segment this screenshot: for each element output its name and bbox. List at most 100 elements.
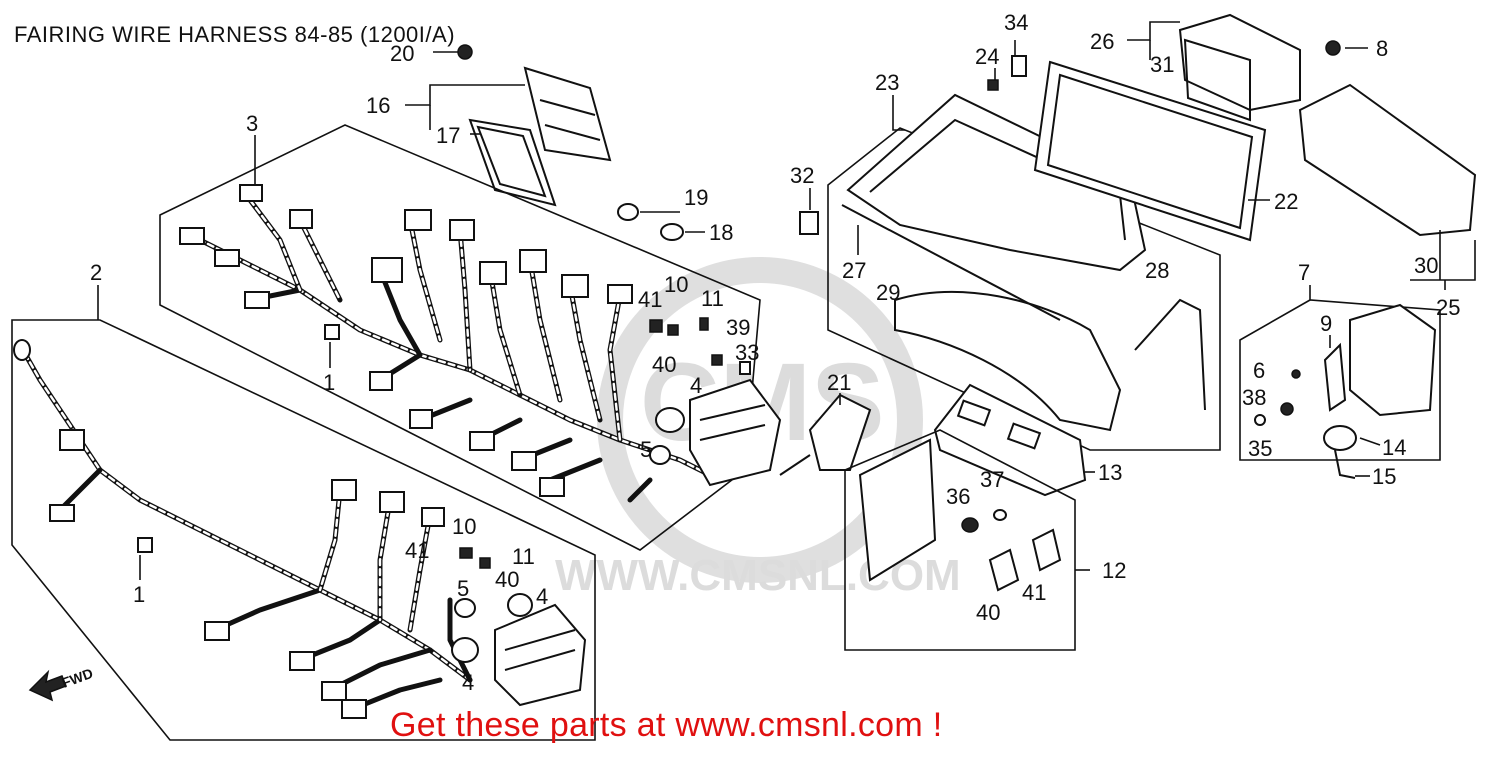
lamp-housing [1349,303,1437,417]
bulb-socket-lower [454,598,476,618]
callout-19: 19 [684,185,708,210]
connector [469,431,495,451]
callout-4: 4 [536,584,548,609]
clip [649,319,663,333]
callout-36: 36 [946,484,970,509]
socket-14 [1323,425,1357,451]
panel [858,438,937,582]
nut-20 [457,44,473,60]
callout-40: 40 [976,600,1000,625]
callout-13: 13 [1098,460,1122,485]
connector [369,371,393,391]
callout-8: 8 [1376,36,1388,61]
connector [324,324,340,340]
clip [667,324,679,336]
connector [59,429,85,451]
gasket-17-inner [476,125,547,198]
bulb-upper [655,407,685,433]
gasket-17 [468,118,557,207]
callout-7: 7 [1298,260,1310,285]
callout-17: 17 [436,123,460,148]
connector [479,261,507,285]
grommet-18 [660,223,684,241]
connector [289,209,313,229]
callout-31: 31 [1150,52,1174,77]
signal-group [1239,299,1441,479]
callout-37: 37 [980,467,1004,492]
footer-link-text[interactable]: Get these parts at www.cmsnl.com ! [390,706,943,744]
leader-lines [97,21,1476,580]
connector [421,507,445,527]
seal-27 [841,204,1061,321]
callout-32: 32 [790,163,814,188]
clip [711,354,723,366]
callout-39: 39 [726,315,750,340]
callout-26: 26 [1090,29,1114,54]
bracket-21 [808,393,872,471]
connector [607,284,633,304]
callout-40: 40 [652,352,676,377]
connector [341,699,367,719]
callout-10: 10 [452,514,476,539]
callout-41: 41 [638,287,662,312]
callout-11: 11 [701,286,724,311]
group-box-2 [11,319,596,741]
connector [449,219,475,241]
callout-30: 30 [1414,253,1438,278]
fuse-41 [1031,528,1062,572]
callout-41: 41 [405,538,429,563]
fuse-group [844,429,1076,651]
callout-16: 16 [366,93,390,118]
callout-28: 28 [1145,258,1169,283]
callout-14: 14 [1382,435,1406,460]
bracket-9 [1323,342,1347,412]
callout-5: 5 [457,576,469,601]
nut-38 [1280,402,1294,416]
clip-32 [799,211,819,235]
cover-23 [846,93,1147,272]
light-26 [1178,13,1301,112]
connector [321,681,347,701]
connector [371,257,403,283]
callout-3: 3 [246,111,258,136]
callout-25: 25 [1436,295,1460,320]
callout-41: 41 [1022,580,1046,605]
fwd-indicator: FWD [28,665,95,702]
diagram-title: FAIRING WIRE HARNESS 84-85 (1200I/A) [14,22,456,47]
washer-35 [1254,414,1266,426]
connector [519,249,547,273]
fairing-cover-group [799,13,1477,451]
callout-21: 21 [827,370,851,395]
plate-assembly [457,44,612,207]
callout-27: 27 [842,258,866,283]
wire-15 [1334,449,1356,479]
connector [137,537,153,553]
bolt-34 [1011,55,1027,77]
callout-4: 4 [690,373,702,398]
connector [204,621,230,641]
callout-9: 9 [1320,311,1332,336]
callout-29: 29 [876,280,900,305]
relay-box-lower [494,603,587,707]
callout-23: 23 [875,70,899,95]
connector [409,409,433,429]
fwd-arrow-icon [28,669,67,702]
bulb-lower-2 [451,637,479,663]
connector [179,227,205,245]
connector [331,479,357,501]
callout-12: 12 [1102,558,1126,583]
connector [539,477,565,497]
connector [214,249,240,267]
callout-40: 40 [495,567,519,592]
grommet-19 [617,203,639,221]
callout-5: 5 [640,437,652,462]
frame-31 [1183,38,1251,122]
cover-29 [894,290,1122,432]
glass-22 [1033,60,1267,242]
clip [739,361,751,375]
connector [511,451,537,471]
callout-35: 35 [1248,436,1272,461]
nut-36 [961,517,979,533]
